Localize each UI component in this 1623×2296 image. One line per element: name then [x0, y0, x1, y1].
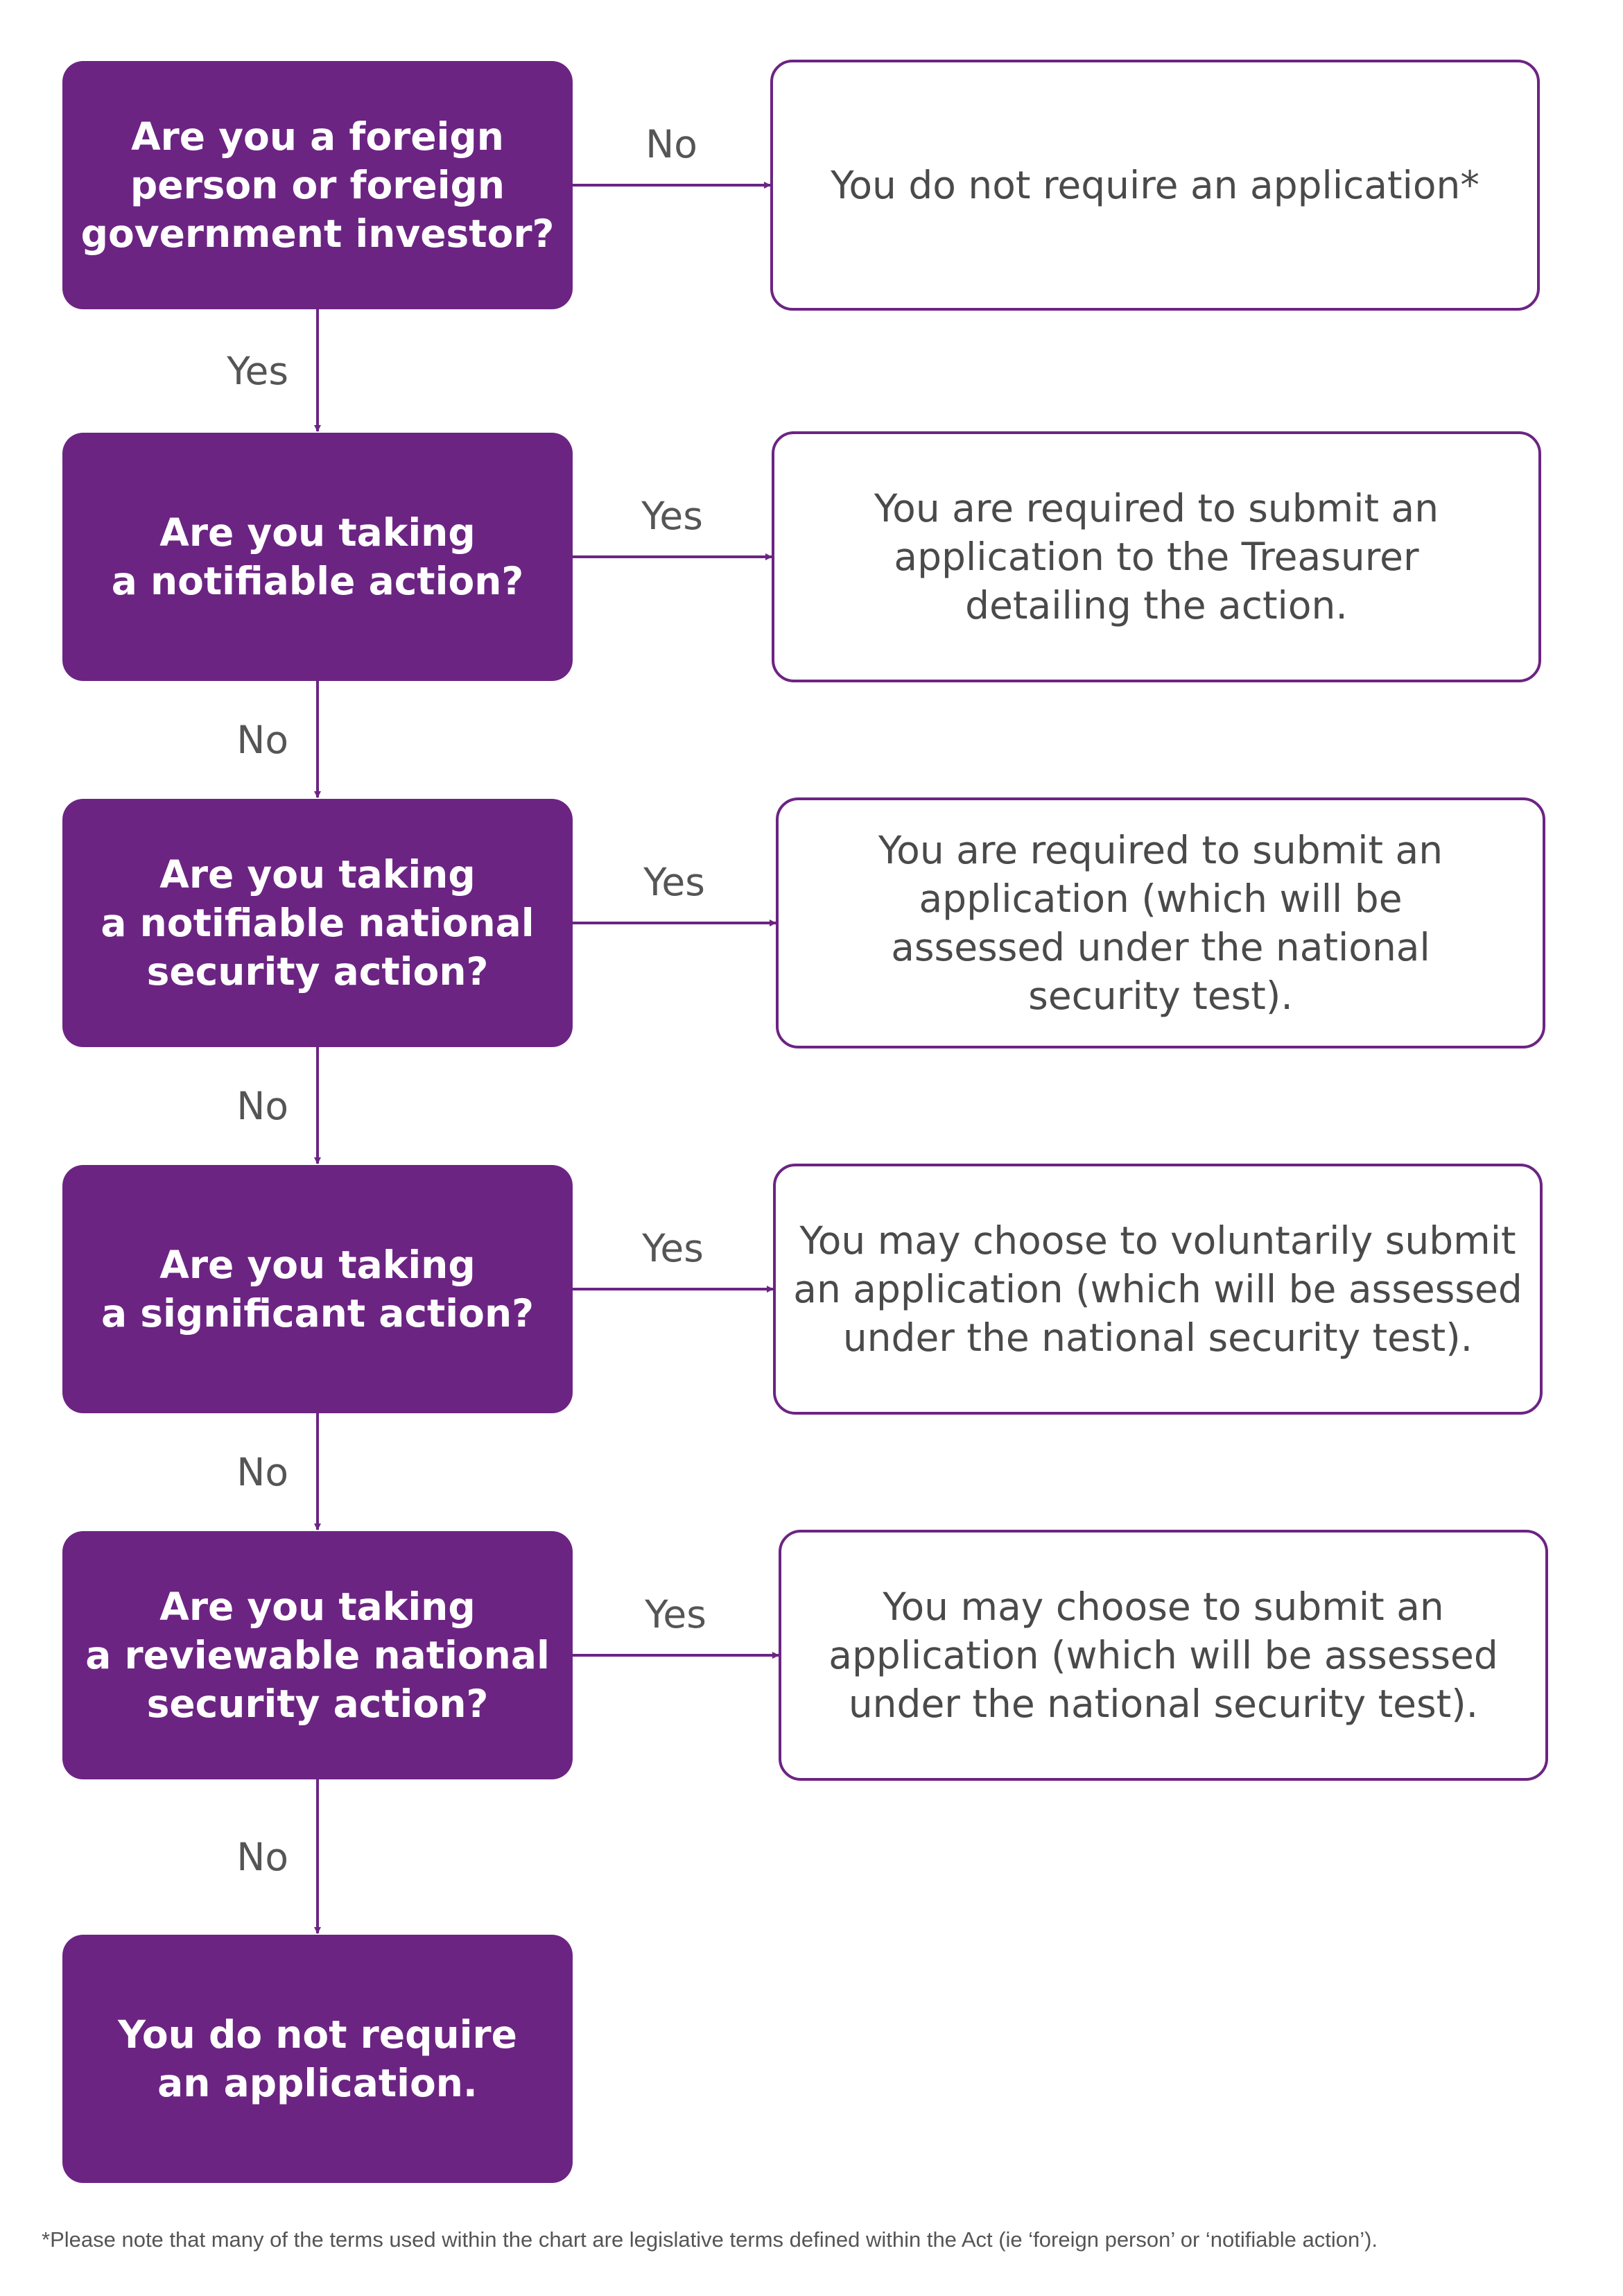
- outcome-required-national-security-line: You are required to submit an: [878, 828, 1443, 872]
- outcome-box-required-national-security: [776, 797, 1545, 1048]
- question-notifiable-line: a notifiable action?: [112, 559, 524, 603]
- question-foreign-person-line: person or foreign: [130, 163, 505, 207]
- branch-label-may-submit: Yes: [644, 1592, 706, 1637]
- question-significant-line: a significant action?: [101, 1291, 534, 1336]
- outcome-box-voluntary-submit: [773, 1164, 1543, 1415]
- branch-label-down-5: No: [236, 1835, 288, 1879]
- final-outcome-line: an application.: [157, 2061, 478, 2105]
- branch-label-down-4: No: [236, 1450, 288, 1494]
- question-foreign-person-line: government investor?: [81, 212, 555, 256]
- question-box-significant: [62, 1165, 573, 1413]
- question-box-notifiable: [62, 433, 573, 681]
- outcome-required-national-security-line: security test).: [1028, 974, 1293, 1018]
- outcome-box-no-application: [770, 60, 1540, 311]
- question-box-reviewable-national-security: [62, 1531, 573, 1779]
- outcome-required-treasurer-line: You are required to submit an: [874, 486, 1439, 530]
- outcome-may-submit-line: under the national security test).: [849, 1682, 1478, 1726]
- question-reviewable-national-security-line: security action?: [147, 1682, 489, 1726]
- branch-label-required-treasurer: Yes: [641, 494, 703, 538]
- outcome-voluntary-submit-line: an application (which will be assessed: [793, 1267, 1522, 1311]
- final-outcome-line: You do not require: [117, 2012, 517, 2057]
- branch-label-down-2: No: [236, 718, 288, 762]
- outcome-may-submit-line: You may choose to submit an: [882, 1585, 1444, 1629]
- outcome-required-treasurer-line: detailing the action.: [965, 583, 1348, 628]
- footnote: *Please note that many of the terms used…: [42, 2227, 1378, 2252]
- question-notifiable-line: Are you taking: [159, 510, 475, 555]
- question-notifiable-national-security-line: a notifiable national: [101, 901, 534, 945]
- branch-label-no-application: No: [645, 122, 697, 166]
- question-reviewable-national-security-line: Are you taking: [159, 1585, 475, 1629]
- branch-label-down-1: Yes: [226, 349, 288, 393]
- question-box-foreign-person: [62, 61, 573, 309]
- outcome-required-treasurer-line: application to the Treasurer: [894, 535, 1419, 579]
- outcome-may-submit-line: application (which will be assessed: [828, 1633, 1498, 1677]
- outcome-box-required-treasurer: [772, 431, 1541, 682]
- outcome-required-national-security-line: application (which will be: [919, 877, 1402, 921]
- outcome-box-may-submit: [779, 1530, 1548, 1781]
- branch-label-required-national-security: Yes: [643, 860, 705, 904]
- question-significant-line: Are you taking: [159, 1243, 475, 1287]
- question-box-notifiable-national-security: [62, 799, 573, 1047]
- final-outcome-box: [62, 1935, 573, 2183]
- outcome-no-application-line: You do not require an application*: [830, 163, 1479, 207]
- branch-label-voluntary-submit: Yes: [641, 1226, 704, 1270]
- outcome-voluntary-submit-line: You may choose to voluntarily submit: [799, 1218, 1516, 1263]
- question-foreign-person-line: Are you a foreign: [131, 114, 504, 159]
- question-reviewable-national-security-line: a reviewable national: [85, 1633, 550, 1677]
- branch-label-down-3: No: [236, 1084, 288, 1128]
- outcome-required-national-security-line: assessed under the national: [891, 925, 1430, 969]
- question-notifiable-national-security-line: security action?: [147, 949, 489, 994]
- outcome-voluntary-submit-line: under the national security test).: [843, 1315, 1473, 1360]
- question-notifiable-national-security-line: Are you taking: [159, 852, 475, 897]
